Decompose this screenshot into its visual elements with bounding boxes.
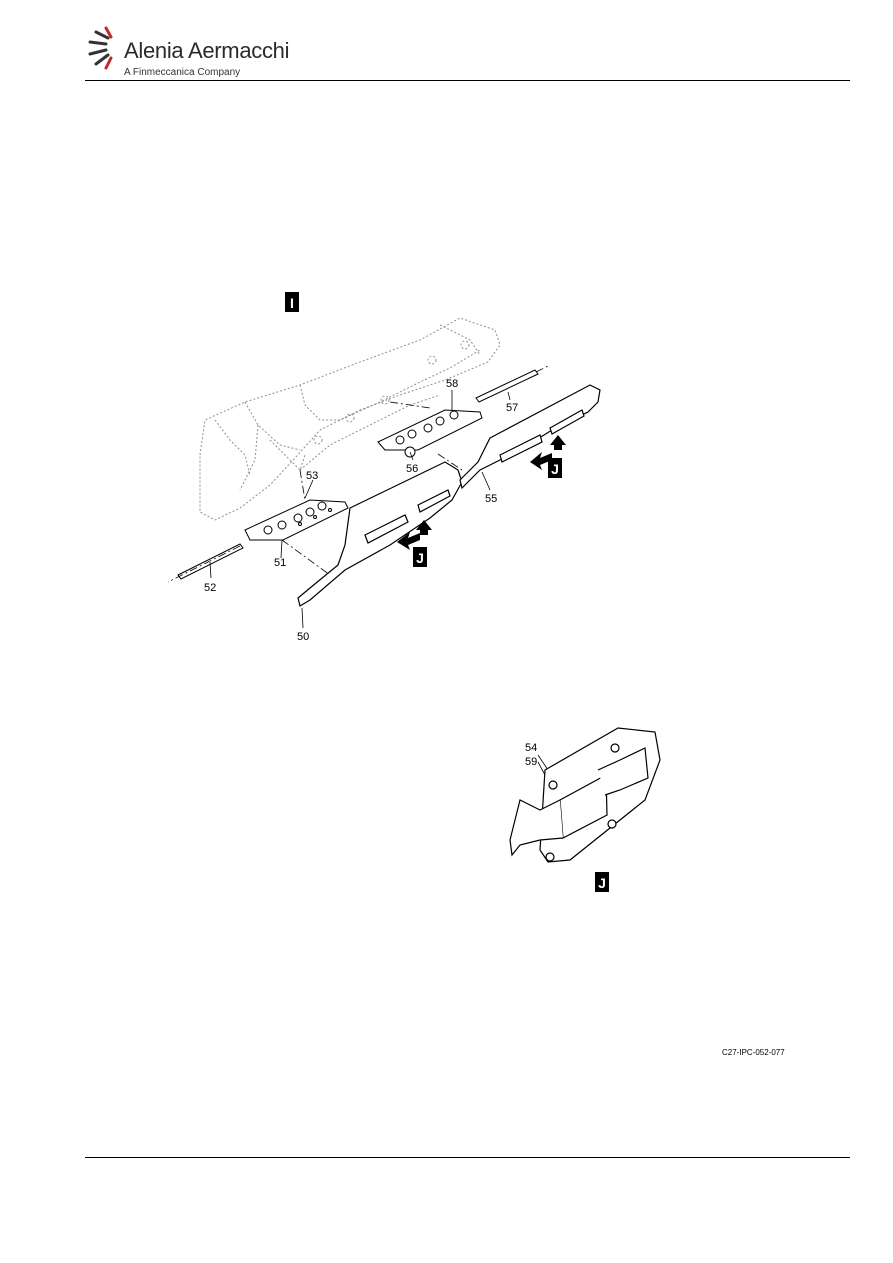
svg-text:J: J [551, 461, 559, 477]
callout-51: 51 [274, 557, 286, 569]
fairing-50 [297, 461, 463, 607]
callout-54: 54 [525, 742, 537, 754]
callout-59: 59 [525, 756, 537, 768]
callout-58: 58 [446, 378, 458, 390]
logo-swirl-icon [88, 26, 113, 70]
header-rule [85, 80, 850, 81]
hinge-pin-52 [177, 543, 244, 580]
hinge-plate-lower [244, 499, 349, 541]
hinge-plate-upper [377, 409, 483, 458]
view-tag-i: I [285, 292, 299, 312]
phantom-structure [199, 317, 501, 521]
callout-52: 52 [204, 582, 216, 594]
leader-lines [209, 390, 549, 776]
callout-50: 50 [297, 631, 309, 643]
figure-reference: C27-IPC-052-077 [722, 1048, 785, 1057]
view-tag-j-1: J [413, 547, 427, 567]
callout-55: 55 [485, 493, 497, 505]
brand-name: Alenia Aermacchi [124, 38, 290, 63]
svg-text:I: I [290, 295, 294, 311]
view-tag-j-2: J [548, 458, 562, 478]
assembly-centerlines [167, 364, 551, 583]
view-tag-j-3: J [595, 872, 609, 892]
callout-57: 57 [506, 402, 518, 414]
callout-56: 56 [406, 463, 418, 475]
company-logo: Alenia Aermacchi A Finmeccanica Company [84, 22, 304, 82]
hinge-pin-57 [475, 369, 539, 403]
svg-text:J: J [416, 550, 424, 566]
view-arrows [397, 435, 566, 550]
fairing-55 [459, 384, 601, 490]
brand-subtitle: A Finmeccanica Company [124, 67, 241, 78]
detail-j-latch [509, 727, 661, 863]
callout-53: 53 [306, 470, 318, 482]
svg-text:J: J [598, 875, 606, 891]
footer-rule [85, 1157, 850, 1158]
